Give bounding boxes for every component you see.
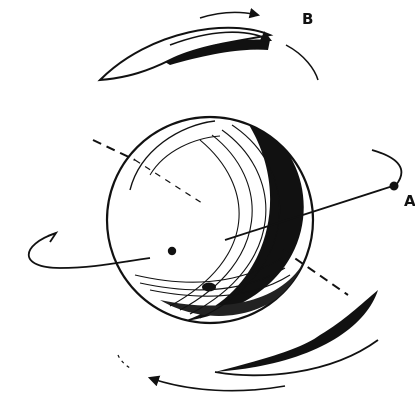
arc-b-top-arrow-icon — [200, 12, 258, 18]
arc-bottom-outline — [215, 340, 378, 375]
arc-bottom-tail — [118, 355, 130, 368]
sphere — [107, 117, 313, 323]
arc-b-fill — [165, 40, 270, 65]
center-point — [168, 247, 176, 255]
arc-b-right-tail — [286, 45, 318, 80]
orbit-left-arrow-icon — [48, 233, 56, 242]
surface-point — [202, 283, 216, 292]
label-b: B — [302, 10, 313, 28]
orbit-right-loop — [372, 150, 401, 185]
point-a-dot — [390, 182, 399, 191]
arc-arrow-b — [100, 12, 318, 80]
arc-bottom-arrow-icon — [150, 378, 285, 391]
label-a: A — [404, 192, 415, 210]
